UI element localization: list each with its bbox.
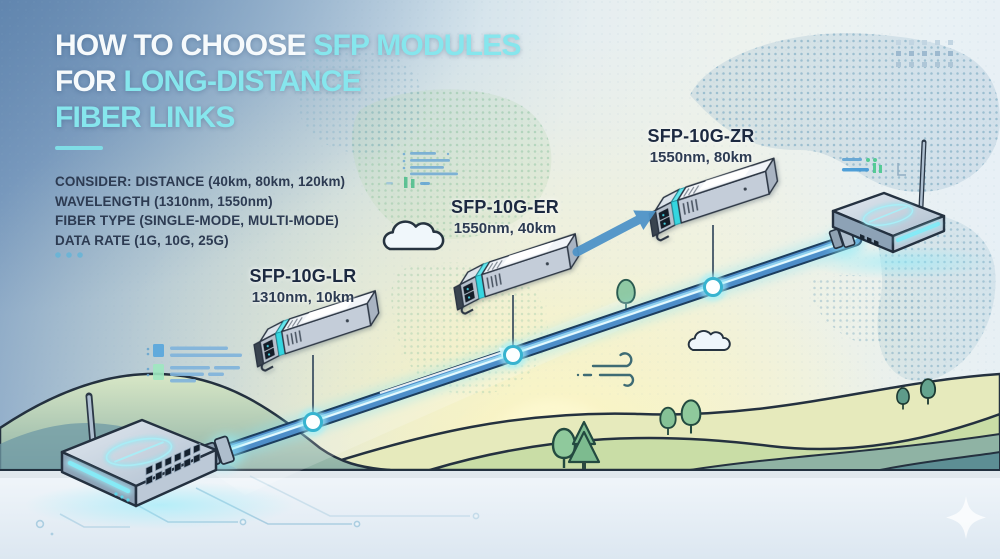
deco-list-wireframe-left [146,344,242,383]
router [805,139,995,279]
status-leds [114,492,130,502]
link-node [499,341,527,369]
hill-right-front [689,433,1000,471]
network-switch [25,392,295,529]
pine-tree-icon [567,420,601,473]
sparkle-icon [946,496,986,539]
brand-logo-icon [862,203,914,227]
link-node [299,408,327,436]
link-nodes [299,273,727,436]
consider-dots [55,252,83,258]
antenna [918,139,927,210]
switch-ports [145,443,201,486]
hills-layer [0,220,1000,473]
deco-list-wireframe-right [842,158,906,176]
module-drop-lines [312,225,714,412]
map-continent-titleright [293,46,424,154]
deco-list-wireframe-center [386,152,458,188]
deco-dot-grid [896,40,953,67]
hill-right-back [308,372,1000,472]
brand-logo-icon [105,437,173,467]
router-ports [860,234,879,247]
upgrade-arrow-icon [572,210,656,257]
tree-group [551,278,937,473]
link-node [699,273,727,301]
wind-icon [576,352,635,387]
